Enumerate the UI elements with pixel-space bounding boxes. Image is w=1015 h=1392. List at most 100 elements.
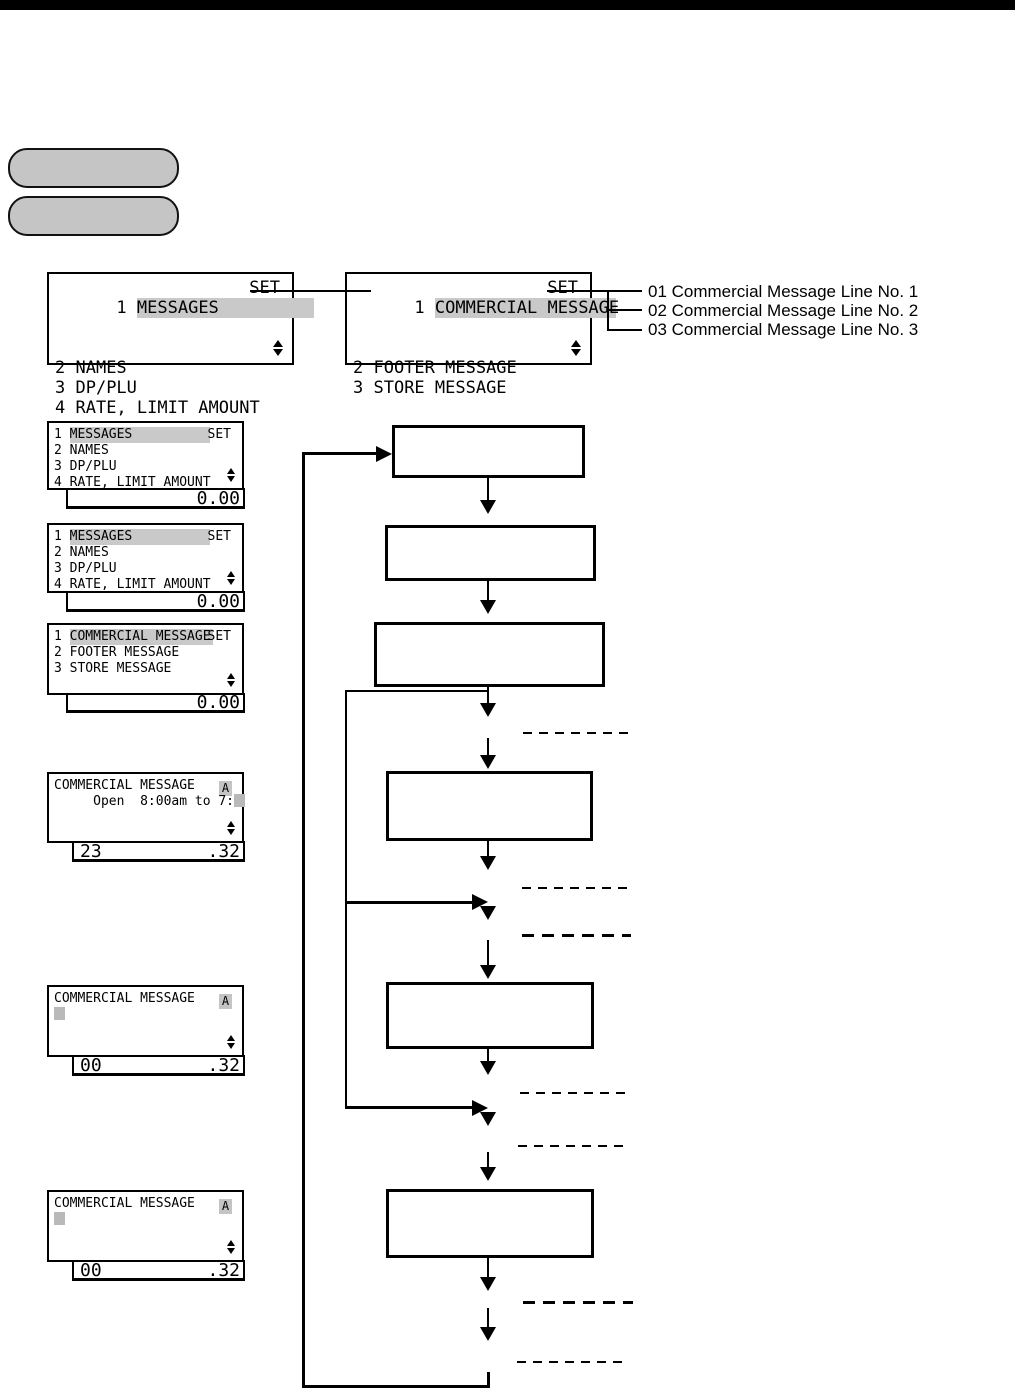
set-indicator: SET xyxy=(249,278,280,298)
flow-box-5 xyxy=(386,982,594,1049)
arrow-down-icon xyxy=(480,1277,496,1291)
text-cursor xyxy=(54,1007,65,1020)
arrow-down-icon xyxy=(480,906,496,920)
scroll-updown-icon xyxy=(227,673,235,687)
loop-line-stub xyxy=(487,1372,490,1387)
menu-row: 1 MESSAGES SET xyxy=(55,278,314,358)
dashed-line-bold xyxy=(523,1301,633,1304)
branch-label-1: 01 Commercial Message Line No. 1 xyxy=(648,282,919,301)
char-count: 23 xyxy=(80,841,102,862)
display-value: .32 xyxy=(207,1260,240,1281)
screen-title: COMMERCIAL MESSAGE xyxy=(54,1196,195,1211)
dashed-line xyxy=(520,1092,628,1094)
menu-row: 2 NAMES xyxy=(55,358,286,378)
row-number: 4 xyxy=(54,577,62,592)
row-number: 2 xyxy=(54,545,62,560)
arrow-down-icon xyxy=(480,965,496,979)
scroll-updown-icon xyxy=(227,821,235,835)
bracket-stub xyxy=(607,329,642,331)
flow-line xyxy=(487,581,489,600)
item-label: STORE MESSAGE xyxy=(373,378,507,398)
scroll-updown-icon xyxy=(571,340,581,356)
set-indicator: SET xyxy=(207,629,231,644)
lcd-screen-entry-blank-2: COMMERCIAL MESSAGE A xyxy=(47,1190,244,1262)
arrow-right-icon xyxy=(376,446,392,462)
row-number: 2 xyxy=(54,443,62,458)
dashed-line xyxy=(523,732,631,734)
row-number: 1 xyxy=(54,427,62,442)
item-label: DP/PLU xyxy=(75,378,137,398)
connector-line xyxy=(347,290,371,292)
row-number: 3 xyxy=(54,661,62,676)
row-number: 3 xyxy=(54,561,62,576)
row-number: 2 xyxy=(55,358,66,378)
mode-indicator: A xyxy=(219,1199,232,1214)
branch-arrow-line xyxy=(345,1106,472,1109)
row-number: 1 xyxy=(54,629,62,644)
flow-line xyxy=(487,940,489,965)
char-count: 00 xyxy=(80,1260,102,1281)
set-indicator: SET xyxy=(547,278,578,298)
flow-line xyxy=(487,1258,489,1277)
scroll-updown-icon xyxy=(273,340,283,356)
item-label: NAMES xyxy=(69,545,109,560)
arrow-down-icon xyxy=(480,1061,496,1075)
item-label: FOOTER MESSAGE xyxy=(69,645,180,660)
display-value: .32 xyxy=(207,841,240,862)
menu-row: 2 FOOTER MESSAGE xyxy=(353,358,584,378)
item-label: NAMES xyxy=(75,358,127,378)
row-number: 2 xyxy=(353,358,364,378)
arrow-down-icon xyxy=(480,856,496,870)
row-number: 1 xyxy=(54,529,62,544)
screen-title: COMMERCIAL MESSAGE xyxy=(54,991,195,1006)
display-value: 0.00 xyxy=(196,488,240,509)
mode-key-button-2 xyxy=(8,196,179,236)
row-number: 2 xyxy=(54,645,62,660)
item-label: STORE MESSAGE xyxy=(69,661,172,676)
selected-item-label: MESSAGES xyxy=(136,298,314,318)
row-number: 1 xyxy=(116,298,127,318)
row-number: 1 xyxy=(414,298,425,318)
amount-display-bar: 0.00 xyxy=(66,591,245,612)
arrow-down-icon xyxy=(480,703,496,717)
arrow-down-icon xyxy=(480,1327,496,1341)
char-count: 00 xyxy=(80,1055,102,1076)
dashed-line-bold xyxy=(522,934,631,937)
dashed-line xyxy=(517,1361,624,1363)
item-label: RATE, LIMIT AMOUNT xyxy=(75,398,260,418)
row-number: 3 xyxy=(54,459,62,474)
mode-indicator: A xyxy=(219,994,232,1009)
item-label: DP/PLU xyxy=(69,561,117,576)
item-label: FOOTER MESSAGE xyxy=(373,358,517,378)
flow-box-4 xyxy=(386,771,593,841)
branch-label-3: 03 Commercial Message Line No. 3 xyxy=(648,320,919,339)
entry-display-bar: 23 .32 xyxy=(72,841,245,862)
item-label: NAMES xyxy=(69,443,109,458)
text-cursor xyxy=(234,794,246,807)
arrow-down-icon xyxy=(480,1167,496,1181)
text-cursor xyxy=(54,1212,65,1225)
connector-line xyxy=(547,290,642,292)
branch-line-top xyxy=(345,690,488,692)
item-label: DP/PLU xyxy=(69,459,117,474)
scroll-updown-icon xyxy=(227,571,235,585)
scroll-updown-icon xyxy=(227,468,235,482)
branch-arrow-line xyxy=(345,901,472,904)
row-number: 4 xyxy=(54,475,62,490)
scroll-updown-icon xyxy=(227,1240,235,1254)
display-value: 0.00 xyxy=(196,591,240,612)
selected-item-label: COMMERCIAL MESSAGE xyxy=(69,629,213,645)
scroll-updown-icon xyxy=(227,1035,235,1049)
branch-line-vertical xyxy=(345,690,347,1109)
mode-indicator: A xyxy=(219,781,232,796)
branch-label-2: 02 Commercial Message Line No. 2 xyxy=(648,301,919,320)
typed-message: Open 8:00am to 7: xyxy=(54,794,235,809)
